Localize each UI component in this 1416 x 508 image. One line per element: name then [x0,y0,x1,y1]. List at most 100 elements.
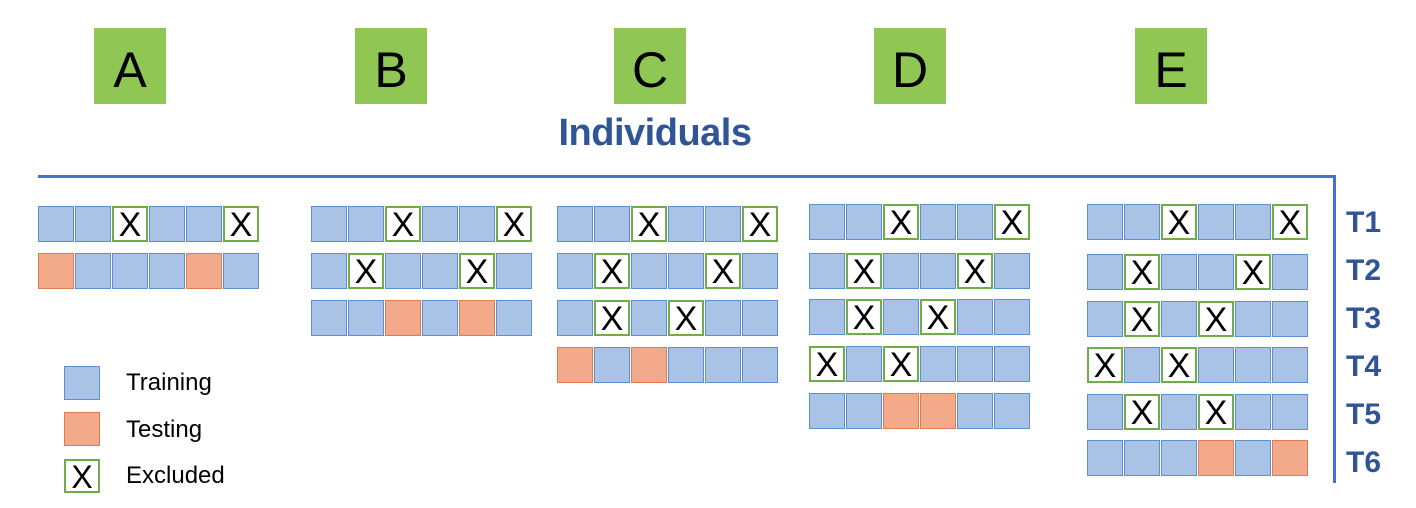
testing-cell [186,253,222,289]
training-cell [994,299,1030,335]
training-cell [668,253,704,289]
testing-cell [557,347,593,383]
training-cell [920,253,956,289]
testing-cell [631,347,667,383]
testing-cell [1272,440,1308,476]
training-cell [75,206,111,242]
training-cell [496,300,532,336]
training-cell [557,253,593,289]
excluded-cell: X [883,346,919,382]
training-cell [846,204,882,240]
training-cell [957,299,993,335]
excluded-cell: X [668,300,704,336]
panel-label-a: A [94,28,166,104]
excluded-cell: X [459,253,495,289]
training-cell [1087,204,1123,240]
training-cell [1235,347,1271,383]
excluded-cell: X [742,206,778,242]
training-cell [1198,204,1234,240]
training-cell [1235,440,1271,476]
panel-d-row-5 [809,393,1031,431]
excluded-cell: X [1124,254,1160,290]
excluded-cell: X [496,206,532,242]
time-label-t6: T6 [1346,446,1382,479]
panel-a-row-2 [38,253,260,291]
excluded-cell: X [1198,394,1234,430]
training-cell [1272,394,1308,430]
training-cell [957,346,993,382]
training-cell [1087,440,1123,476]
testing-cell [920,393,956,429]
excluded-cell: X [223,206,259,242]
testing-cell [1198,440,1234,476]
training-cell [883,253,919,289]
training-cell [594,347,630,383]
training-cell [38,206,74,242]
training-cell [1272,347,1308,383]
training-cell [631,253,667,289]
training-cell [668,206,704,242]
training-cell [1198,254,1234,290]
training-cell [994,346,1030,382]
excluded-cell: X [631,206,667,242]
training-cell [422,253,458,289]
panel-c-row-4 [557,347,779,385]
training-cell [594,206,630,242]
training-cell [385,253,421,289]
training-cell [920,204,956,240]
training-cell [1161,301,1197,337]
training-cell [311,206,347,242]
excluded-cell: X [809,346,845,382]
training-cell [809,393,845,429]
training-cell [149,253,185,289]
excluded-cell: X [348,253,384,289]
testing-cell [459,300,495,336]
training-cell [809,204,845,240]
training-cell [957,393,993,429]
excluded-cell: X [957,253,993,289]
panel-b-row-3 [311,300,533,338]
excluded-cell: X [1124,301,1160,337]
panel-label-d: D [874,28,946,104]
training-cell [1087,254,1123,290]
excluded-cell: X [594,253,630,289]
excluded-cell: X [1272,204,1308,240]
legend-training-label: Training [126,369,212,396]
time-label-t4: T4 [1346,350,1382,383]
training-cell [557,300,593,336]
panel-label-c: C [614,28,686,104]
training-cell [557,206,593,242]
training-cell [994,253,1030,289]
excluded-cell: X [385,206,421,242]
excluded-cell: X [1161,347,1197,383]
time-label-t3: T3 [1346,302,1382,335]
training-cell [496,253,532,289]
training-cell [705,347,741,383]
legend-testing-swatch [64,412,100,446]
training-cell [1235,394,1271,430]
legend-testing-label: Testing [126,416,203,443]
training-cell [846,393,882,429]
training-cell [1161,394,1197,430]
testing-cell [38,253,74,289]
excluded-cell: X [1124,394,1160,430]
training-cell [311,300,347,336]
excluded-cell: X [846,253,882,289]
excluded-cell: X [112,206,148,242]
training-cell [1087,394,1123,430]
training-cell [742,300,778,336]
time-label-t2: T2 [1346,254,1382,287]
training-cell [920,346,956,382]
panel-e-row-6 [1087,440,1309,478]
legend-excluded-label: Excluded [126,462,225,489]
training-cell [742,253,778,289]
